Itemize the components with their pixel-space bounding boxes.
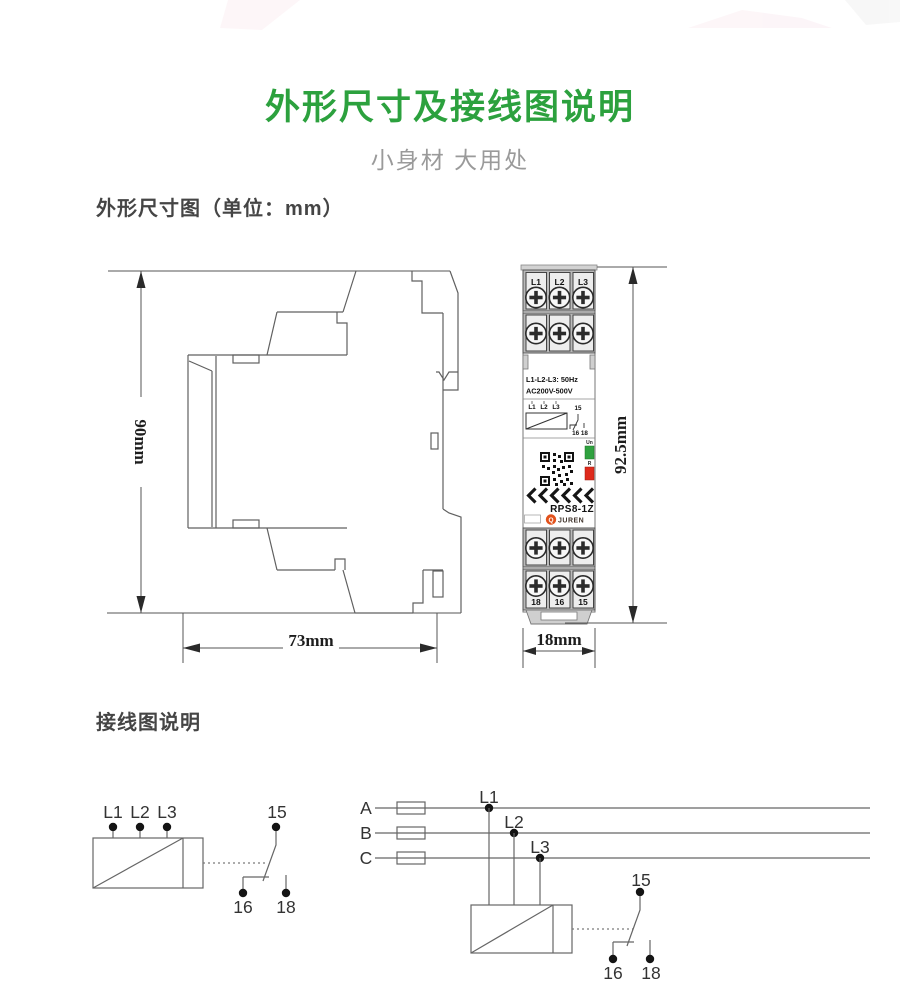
screw-icon <box>571 574 595 598</box>
screw-icon <box>571 286 595 309</box>
rating-line1: L1-L2-L3: 50Hz <box>526 375 578 384</box>
screw-icon <box>548 536 571 560</box>
front-view-drawing: L1 L2 L3 L1-L2-L3: 50Hz AC200V-500V <box>520 264 667 668</box>
dimension-18mm: 18mm <box>522 628 596 668</box>
brand-mark-icon <box>545 514 557 525</box>
brand-mark-letter: Q <box>548 517 553 524</box>
front-width-label: 18mm <box>536 630 581 649</box>
terminal-label-l3: L3 <box>578 277 588 287</box>
screw-icon <box>548 574 571 598</box>
screw-icon <box>548 286 571 309</box>
model-number: RPS8-1Z <box>550 504 594 515</box>
ws-18: 18 <box>276 897 295 917</box>
mini-l3: L3 <box>552 404 560 411</box>
side-depth-label: 73mm <box>288 631 333 650</box>
led-relay-label: R <box>588 461 592 467</box>
top-banner-artifacts <box>220 0 900 30</box>
wiring-diagram-three-phase: A B C L1 L2 L3 15 16 18 <box>360 787 870 983</box>
screw-icon <box>524 322 548 345</box>
screw-icon <box>571 322 595 345</box>
dimension-73mm: 73mm <box>183 631 437 653</box>
device-face-panel: L1-L2-L3: 50Hz AC200V-500V L1 L2 L3 15 1… <box>522 354 596 525</box>
front-height-label: 92.5mm <box>611 416 630 474</box>
ws-16: 16 <box>233 897 252 917</box>
fuse-icon <box>396 801 426 815</box>
mini-l1: L1 <box>528 404 536 411</box>
mini-l2: L2 <box>540 404 548 411</box>
chevron-marks-icon <box>526 487 595 504</box>
qr-code-icon <box>540 452 574 486</box>
mini-1618: 16 18 <box>572 430 588 437</box>
screw-icon <box>524 286 548 309</box>
mini-15: 15 <box>574 405 582 412</box>
wiring-diagram-simple: L1 L2 L3 15 16 18 <box>92 802 296 917</box>
ws-l1: L1 <box>103 802 122 822</box>
brand-logo: Q JUREN <box>524 514 584 525</box>
screw-icon <box>548 322 571 345</box>
dimension-90mm: 90mm <box>131 271 151 613</box>
ws-l2: L2 <box>130 802 149 822</box>
ws-l3: L3 <box>157 802 176 822</box>
page-title: 外形尺寸及接线图说明 <box>264 88 635 127</box>
section-wiring-heading: 接线图说明 <box>96 712 201 734</box>
terminal-label-l1: L1 <box>531 277 541 287</box>
wl-18: 18 <box>641 963 660 983</box>
terminal-label-l2: L2 <box>555 277 565 287</box>
screw-icon <box>524 536 548 560</box>
face-mini-schematic: L1 L2 L3 15 16 18 <box>525 401 588 437</box>
dimension-92-5mm: 92.5mm <box>565 266 667 624</box>
wl-phase-c: C <box>360 848 373 868</box>
rating-line2: AC200V-500V <box>526 387 573 396</box>
wl-16: 16 <box>603 963 622 983</box>
screw-icon <box>571 536 595 560</box>
terminal-block-top: L1 L2 L3 <box>522 269 596 312</box>
page-subtitle: 小身材 大用处 <box>370 147 530 173</box>
brand-name: JUREN <box>558 518 584 525</box>
wl-15: 15 <box>631 870 650 890</box>
wl-l2: L2 <box>504 812 523 832</box>
side-view-drawing: 90mm 73mm <box>107 270 462 663</box>
wl-phase-a: A <box>360 798 372 818</box>
wl-phase-b: B <box>360 823 372 843</box>
fuse-icon <box>396 851 426 865</box>
terminal-block-lower1 <box>522 527 596 568</box>
side-height-label: 90mm <box>131 419 150 464</box>
terminal-block-upper2 <box>522 312 596 354</box>
relay-led-red <box>584 466 595 481</box>
led-on-label: Un <box>586 440 593 446</box>
fuse-icon <box>396 826 426 840</box>
terminal-label-18: 18 <box>531 597 541 607</box>
screw-icon <box>524 574 548 598</box>
power-led-green <box>584 445 595 460</box>
terminal-label-16: 16 <box>555 597 565 607</box>
wl-l3: L3 <box>530 837 549 857</box>
wl-l1: L1 <box>479 787 498 807</box>
ws-15: 15 <box>267 802 286 822</box>
terminal-block-bottom: 18 16 15 <box>522 568 596 611</box>
terminal-label-15: 15 <box>578 597 588 607</box>
section-dimensions-heading: 外形尺寸图（单位：mm） <box>96 198 344 220</box>
